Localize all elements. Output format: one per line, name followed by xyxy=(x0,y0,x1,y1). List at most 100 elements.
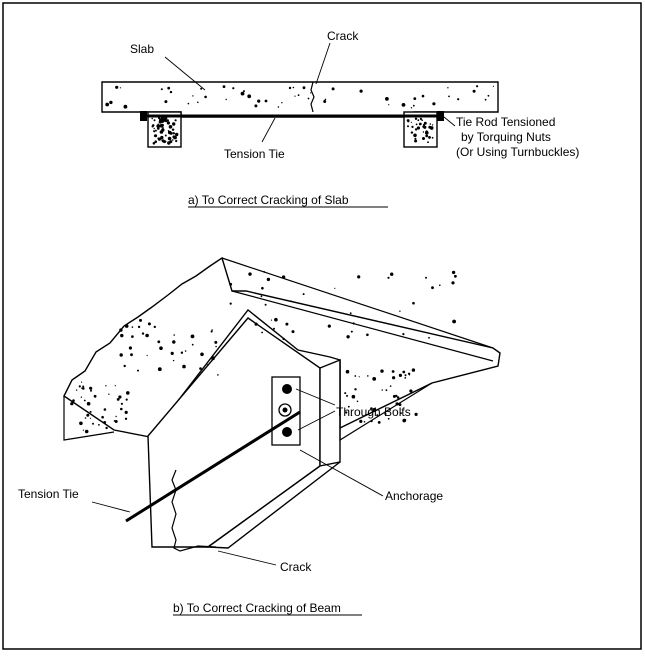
slab-aggregate xyxy=(105,85,494,145)
beam-diagram: Through Bolts Tension Tie Anchorage Crac… xyxy=(18,256,501,616)
aggregate-speck xyxy=(105,385,107,387)
aggregate-speck xyxy=(120,402,123,405)
aggregate-speck xyxy=(125,398,128,401)
bolt-middle-center xyxy=(282,407,288,413)
aggregate-speck xyxy=(211,329,213,331)
aggregate-speck xyxy=(187,102,190,105)
beam-bottom-face xyxy=(205,461,341,549)
aggregate-speck xyxy=(439,284,441,287)
aggregate-speck xyxy=(167,130,172,135)
leader-tension-tie-a xyxy=(261,117,276,143)
aggregate-speck xyxy=(402,333,405,336)
slab-top-edge xyxy=(221,257,494,349)
aggregate-speck xyxy=(157,340,161,344)
outer-border xyxy=(2,2,642,650)
aggregate-speck xyxy=(172,122,176,126)
aggregate-speck xyxy=(156,124,160,128)
aggregate-speck xyxy=(428,136,431,139)
leader-bolts-1 xyxy=(295,388,336,406)
aggregate-speck xyxy=(263,271,266,273)
aggregate-speck xyxy=(351,394,356,399)
aggregate-speck xyxy=(451,281,455,285)
aggregate-speck xyxy=(157,137,161,141)
aggregate-speck xyxy=(75,389,78,391)
aggregate-speck xyxy=(118,395,122,399)
aggregate-speck xyxy=(166,119,169,122)
aggregate-speck xyxy=(414,139,418,143)
slab-crack xyxy=(310,81,315,113)
aggregate-speck xyxy=(92,422,94,425)
aggregate-speck xyxy=(425,276,427,279)
aggregate-speck xyxy=(356,400,359,403)
aggregate-speck xyxy=(414,137,417,140)
aggregate-speck xyxy=(472,89,476,93)
aggregate-speck xyxy=(487,94,490,97)
aggregate-speck xyxy=(139,318,142,322)
leader-anchorage xyxy=(299,449,384,497)
aggregate-speck xyxy=(141,332,145,335)
aggregate-speck xyxy=(229,302,232,305)
aggregate-speck xyxy=(157,123,160,126)
aggregate-speck xyxy=(291,330,295,334)
aggregate-speck xyxy=(130,353,133,357)
aggregate-speck xyxy=(372,407,377,412)
aggregate-speck xyxy=(180,351,184,354)
aggregate-speck xyxy=(200,87,203,90)
aggregate-speck xyxy=(344,392,347,395)
aggregate-speck xyxy=(160,119,163,122)
aggregate-speck xyxy=(392,376,396,380)
aggregate-speck xyxy=(402,370,406,374)
aggregate-speck xyxy=(359,419,363,423)
aggregate-speck xyxy=(448,95,450,98)
slab-front-edge xyxy=(63,396,115,441)
aggregate-speck xyxy=(101,415,104,419)
aggregate-speck xyxy=(108,393,110,395)
aggregate-speck xyxy=(421,94,425,98)
aggregate-speck xyxy=(270,319,273,321)
aggregate-speck xyxy=(419,117,422,120)
aggregate-speck xyxy=(264,99,268,103)
label-crack-b: Crack xyxy=(280,560,312,574)
aggregate-speck xyxy=(451,270,456,275)
aggregate-speck xyxy=(422,131,425,133)
aggregate-speck xyxy=(423,121,427,125)
aggregate-speck xyxy=(446,337,448,339)
aggregate-speck xyxy=(391,370,395,373)
aggregate-speck xyxy=(210,330,213,333)
aggregate-speck xyxy=(172,340,176,344)
aggregate-speck xyxy=(119,353,123,357)
leader-bolts-2 xyxy=(297,410,336,431)
aggregate-speck xyxy=(137,369,139,372)
aggregate-speck xyxy=(159,346,163,351)
aggregate-speck xyxy=(392,394,396,398)
aggregate-speck xyxy=(109,100,113,105)
aggregate-speck xyxy=(162,127,164,129)
leader-crack-a xyxy=(315,42,331,85)
aggregate-speck xyxy=(128,346,132,350)
aggregate-speck xyxy=(169,140,173,144)
aggregate-speck xyxy=(387,417,390,420)
label-through-bolts: Through Bolts xyxy=(336,405,411,419)
aggregate-speck xyxy=(124,410,128,414)
aggregate-speck xyxy=(416,126,420,130)
beam-web-edge xyxy=(339,360,433,442)
aggregate-speck xyxy=(389,385,392,387)
aggregate-speck xyxy=(404,374,407,377)
aggregate-speck xyxy=(294,95,296,97)
aggregate-speck xyxy=(172,139,174,141)
aggregate-speck xyxy=(261,286,264,290)
right-nut xyxy=(437,111,444,121)
leader-tension-tie-b xyxy=(91,501,131,513)
aggregate-speck xyxy=(415,123,418,126)
aggregate-speck xyxy=(421,119,424,121)
label-tie-rod-1: Tie Rod Tensioned xyxy=(456,115,555,129)
aggregate-speck xyxy=(363,421,366,423)
aggregate-speck xyxy=(151,117,153,120)
aggregate-speck xyxy=(476,85,479,88)
aggregate-speck xyxy=(169,90,173,94)
aggregate-speck xyxy=(418,122,422,126)
aggregate-speck xyxy=(167,86,171,90)
slab-bottom-edge xyxy=(231,290,494,362)
aggregate-speck xyxy=(175,132,179,137)
aggregate-speck xyxy=(412,301,415,305)
